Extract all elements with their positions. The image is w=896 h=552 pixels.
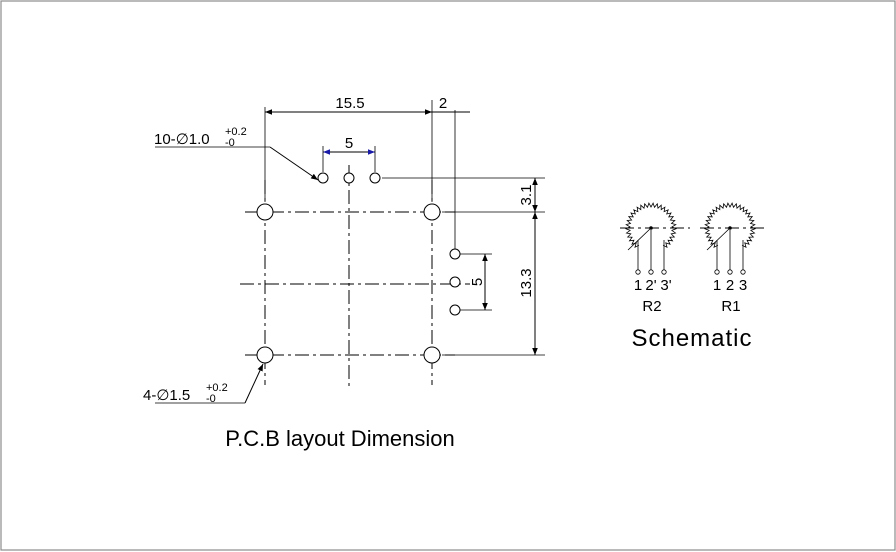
dim-width-label: 15.5 — [335, 95, 364, 112]
potentiometer-knob-icon — [703, 202, 757, 248]
mount-hole — [256, 346, 274, 364]
resistor-r1: 1 2 3 R1 — [700, 202, 765, 315]
pin-label: 1 — [634, 277, 642, 294]
dim-offset-label: 2 — [439, 95, 447, 112]
mount-hole — [423, 203, 441, 221]
note-prefix: 10- — [154, 131, 176, 148]
svg-text:4-∅1.5: 4-∅1.5 — [143, 387, 190, 404]
pin-label: 2 — [726, 277, 734, 294]
dim-pin-pitch-label: 5 — [345, 135, 353, 152]
pin-hole — [449, 276, 461, 288]
svg-text:10-∅1.0: 10-∅1.0 — [154, 131, 210, 148]
note-value: 1.5 — [169, 387, 190, 404]
dim-top-label: 3.1 — [518, 185, 535, 206]
resistor-label: R2 — [642, 298, 661, 315]
pin-hole — [449, 304, 461, 316]
dim-side-pitch-label: 5 — [469, 278, 486, 286]
note-prefix: 4- — [143, 387, 156, 404]
tolerance-upper: +0.2 — [225, 126, 247, 138]
extension-lines — [264, 100, 545, 356]
small-holes-note: 10-∅1.0 +0.2 -0 — [154, 126, 247, 149]
pin-hole — [343, 172, 355, 184]
diameter-symbol: ∅ — [176, 131, 189, 148]
resistor-label: R1 — [721, 298, 740, 315]
schematic-title: Schematic — [631, 325, 752, 352]
pin-hole — [369, 172, 381, 184]
potentiometer-knob-icon — [624, 202, 678, 248]
dimension-lines — [265, 109, 538, 355]
pin-label: 3 — [739, 277, 747, 294]
pcb-caption: P.C.B layout Dimension — [225, 426, 455, 451]
pin-hole — [317, 172, 329, 184]
pin-label: 1 — [713, 277, 721, 294]
diameter-symbol: ∅ — [156, 387, 169, 404]
large-holes-note: 4-∅1.5 +0.2 -0 — [143, 382, 228, 405]
pcb-holes — [256, 172, 461, 364]
resistor-r2: 1 2' 3' R2 — [620, 202, 690, 315]
mount-hole — [423, 346, 441, 364]
mount-hole — [256, 203, 274, 221]
pin-hole — [449, 248, 461, 260]
tolerance-lower: -0 — [206, 393, 216, 405]
tolerance-lower: -0 — [225, 137, 235, 149]
leader-lines — [155, 146, 319, 404]
tolerance-upper: +0.2 — [206, 382, 228, 394]
pin-label: 2' — [645, 277, 656, 294]
note-value: 1.0 — [189, 131, 210, 148]
schematic: 1 2' 3' R2 1 2 3 R1 Schematic — [620, 202, 765, 352]
dim-height-label: 13.3 — [518, 268, 535, 297]
pin-label: 3' — [660, 277, 671, 294]
